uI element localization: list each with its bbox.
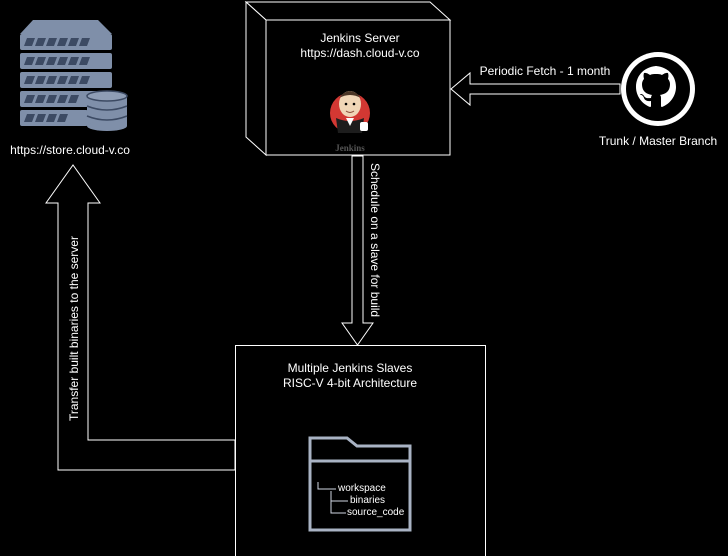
periodic-fetch-arrow — [450, 71, 621, 107]
tree-root-workspace: workspace — [338, 483, 386, 494]
tree-item-binaries: binaries — [350, 495, 386, 506]
github-octocat-icon — [621, 52, 695, 126]
jenkins-butler-icon — [330, 91, 370, 133]
jenkins-slaves-box — [235, 345, 486, 556]
jenkins-server-url: https://dash.cloud-v.co — [300, 46, 420, 60]
schedule-arrow — [341, 155, 374, 346]
tree-item-source-code: source_code — [347, 507, 405, 518]
schedule-edge-label: Schedule on a slave for build — [368, 163, 382, 318]
transfer-arrow — [45, 164, 236, 471]
server-database-icon — [20, 20, 128, 131]
slaves-subtitle: RISC-V 4-bit Architecture — [282, 376, 418, 390]
jenkins-server-box — [244, 0, 452, 157]
folder-icon — [308, 436, 412, 532]
jenkins-server-title: Jenkins Server — [320, 31, 400, 45]
fetch-edge-label: Periodic Fetch - 1 month — [479, 64, 611, 78]
github-label: Trunk / Master Branch — [598, 134, 718, 148]
slaves-title: Multiple Jenkins Slaves — [287, 361, 413, 375]
storage-url: https://store.cloud-v.co — [10, 143, 130, 157]
database-icon — [86, 90, 128, 131]
jenkins-logo-text: Jenkins — [335, 143, 365, 153]
transfer-edge-label: Transfer built binaries to the server — [67, 236, 81, 421]
